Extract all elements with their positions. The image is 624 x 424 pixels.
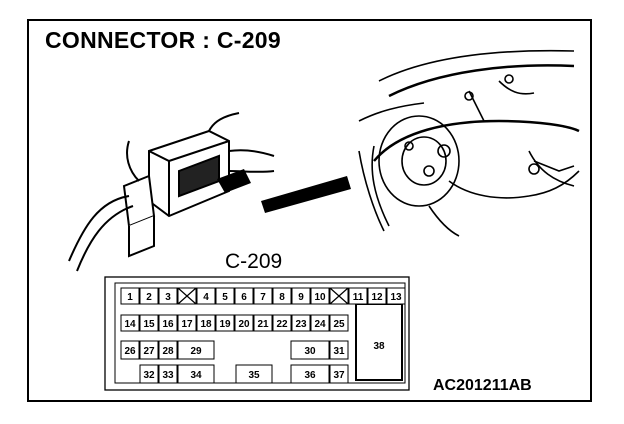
pin-number: 1 (127, 292, 133, 303)
pin-number: 12 (371, 292, 383, 303)
pin-number: 23 (295, 319, 307, 330)
pin-cavity (158, 314, 178, 332)
pin-number: 4 (203, 292, 209, 303)
blank-cavity-x-icon (177, 287, 197, 305)
pin-cavity (158, 364, 178, 384)
pointer-arrow (217, 169, 351, 213)
pin-cavity (367, 287, 387, 305)
pin-cavity (196, 287, 216, 305)
pin-number: 30 (304, 346, 316, 357)
pin-cavity (215, 314, 235, 332)
pin-cavity (291, 287, 311, 305)
pin-number: 24 (314, 319, 326, 330)
pin-number: 2 (146, 292, 152, 303)
pin-number: 7 (260, 292, 266, 303)
pin-number: 14 (124, 319, 136, 330)
pin-cavity (177, 364, 215, 384)
pin-cavity (329, 340, 349, 360)
pin-cavity (234, 287, 254, 305)
pin-number: 10 (314, 292, 326, 303)
pin-cavity (139, 287, 159, 305)
pin-number: 27 (143, 346, 155, 357)
pin-cavity (253, 287, 273, 305)
pin-number: 29 (190, 346, 202, 357)
pin-number: 22 (276, 319, 288, 330)
pin-number: 28 (162, 346, 174, 357)
pin-number: 6 (241, 292, 247, 303)
pin-cavity (215, 287, 235, 305)
pin-number: 3 (165, 292, 171, 303)
pin-number: 37 (333, 370, 345, 381)
pin-cavity (272, 287, 292, 305)
pin-number: 25 (333, 319, 345, 330)
pin-cavity (158, 340, 178, 360)
diagram-frame: CONNECTOR : C-209 (27, 19, 592, 402)
pin-number: 5 (222, 292, 228, 303)
harness-illustration (358, 49, 580, 237)
pin-number: 26 (124, 346, 136, 357)
blank-cavity-x-icon (329, 287, 349, 305)
pin-number: 32 (143, 370, 155, 381)
pin-cavity (290, 340, 330, 360)
pin-cavity (177, 314, 197, 332)
pin-cavity (120, 340, 140, 360)
pin-cavity (310, 314, 330, 332)
pin-cavity (196, 314, 216, 332)
pin-number: 19 (219, 319, 231, 330)
pin-cavity (386, 287, 406, 305)
pin-number: 18 (200, 319, 212, 330)
pin-cavity (177, 340, 215, 360)
pin-number: 33 (162, 370, 174, 381)
pin-cavity (120, 287, 140, 305)
pin-number: 9 (298, 292, 304, 303)
illustration-area (68, 49, 580, 272)
pin-number: 31 (333, 346, 345, 357)
pin-number: 15 (143, 319, 155, 330)
pin-number: 13 (390, 292, 402, 303)
pin-number: 20 (238, 319, 250, 330)
pin-cavity (234, 314, 254, 332)
pin-cavity (139, 340, 159, 360)
pin-number: 21 (257, 319, 269, 330)
pin-cavity (139, 314, 159, 332)
connector-label: C-209 (225, 250, 283, 273)
pin-cavity (290, 364, 330, 384)
pin-number: 35 (248, 370, 260, 381)
pin-cavity (235, 364, 273, 384)
pin-cavity (120, 314, 140, 332)
pin-number: 36 (304, 370, 316, 381)
pin-cavity (139, 364, 159, 384)
pin-cavity (310, 287, 330, 305)
pin-cavity (272, 314, 292, 332)
pin-cavity (158, 287, 178, 305)
pin-cavity (348, 287, 368, 305)
pin-number: 16 (162, 319, 174, 330)
pin-number: 8 (279, 292, 285, 303)
pin-cavity (253, 314, 273, 332)
pin-number: 17 (181, 319, 193, 330)
pin-number: 38 (373, 341, 385, 352)
page-title: CONNECTOR : C-209 (45, 27, 281, 53)
pin-number: 11 (353, 292, 364, 303)
part-code: AC201211AB (433, 377, 532, 394)
pin-cavity (329, 314, 349, 332)
pin-cavity (291, 314, 311, 332)
pin-cavity (329, 364, 349, 384)
pin-number: 34 (190, 370, 202, 381)
